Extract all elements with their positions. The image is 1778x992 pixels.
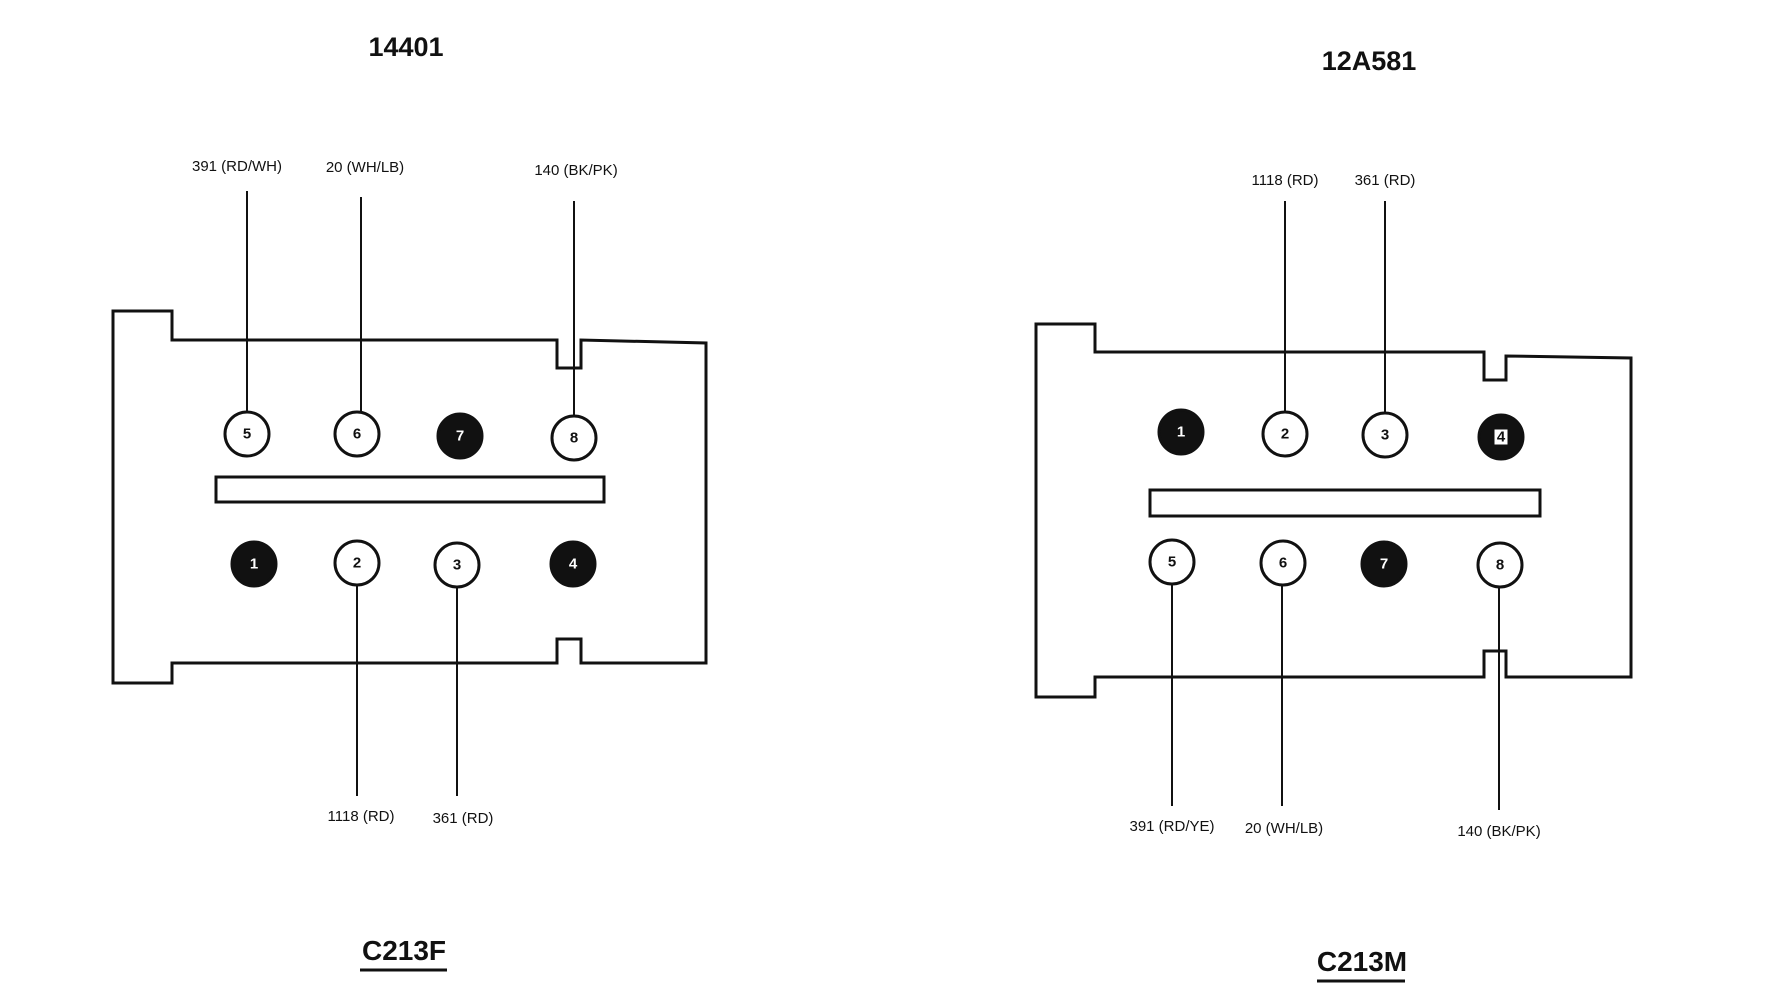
wire-label: 391 (RD/YE) [1129, 818, 1214, 835]
pin-8-circle [1476, 541, 1524, 589]
connector-c213f: 14401 391 (RD/WH) 20 (WH/LB) 140 (BK/PK)… [111, 32, 708, 972]
wire-label: 140 (BK/PK) [1457, 823, 1540, 840]
wire-label: 20 (WH/LB) [1245, 820, 1323, 837]
pin-1-number: 1 [1177, 424, 1185, 441]
pin-6-circle [1259, 539, 1307, 587]
pin-4-number: 4 [1497, 429, 1506, 446]
pin-5-number: 5 [243, 426, 251, 443]
pin-1-number: 1 [250, 556, 258, 573]
part-number-title: 12A581 [1322, 46, 1417, 76]
pin-5-circle [1148, 538, 1196, 586]
pin-2: 2 [1261, 410, 1309, 458]
pin-7: 7 [1360, 540, 1408, 588]
pin-4-label-box [1493, 428, 1509, 446]
wire-label: 1118 (RD) [328, 808, 395, 825]
pin-7-circle [436, 412, 484, 460]
pin-2-number: 2 [1281, 426, 1289, 443]
wire-label: 1118 (RD) [1252, 172, 1319, 189]
pin-4-number: 4 [569, 556, 578, 573]
pin-4: 4 [1477, 413, 1525, 461]
pin-8-number: 8 [570, 430, 578, 447]
pin-5: 5 [223, 410, 271, 458]
part-number-title: 14401 [368, 32, 443, 62]
pin-3-number: 3 [1381, 427, 1389, 444]
pin-2-number: 2 [353, 555, 361, 572]
connector-name: C213M [1317, 946, 1407, 977]
pin-1-circle [1157, 408, 1205, 456]
pin-8: 8 [1476, 541, 1524, 589]
wire-label: 20 (WH/LB) [326, 159, 404, 176]
pin-5-circle [223, 410, 271, 458]
wire-label: 140 (BK/PK) [534, 162, 617, 179]
pin-1: 1 [1157, 408, 1205, 456]
pin-4-circle [549, 540, 597, 588]
pin-1: 1 [230, 540, 278, 588]
wire-label: 361 (RD) [1355, 172, 1416, 189]
connector-c213m: 12A581 1118 (RD) 361 (RD) 391 (RD/YE) 20… [1034, 46, 1633, 983]
pin-4: 4 [549, 540, 597, 588]
center-divider [214, 475, 606, 504]
connector-name: C213F [362, 935, 446, 966]
pin-5: 5 [1148, 538, 1196, 586]
pin-6: 6 [1259, 539, 1307, 587]
wire-label: 391 (RD/WH) [192, 158, 282, 175]
pin-6-number: 6 [1279, 555, 1287, 572]
pin-7-number: 7 [456, 428, 464, 445]
pin-6-circle [333, 410, 381, 458]
pin-8-number: 8 [1496, 557, 1504, 574]
pin-7: 7 [436, 412, 484, 460]
pin-1-circle [230, 540, 278, 588]
pin-7-number: 7 [1380, 556, 1388, 573]
pin-3-circle [433, 541, 481, 589]
pin-2-circle [1261, 410, 1309, 458]
pin-3-number: 3 [453, 557, 461, 574]
pin-3: 3 [1361, 411, 1409, 459]
pin-8: 8 [550, 414, 598, 462]
pin-8-circle [550, 414, 598, 462]
pin-6-number: 6 [353, 426, 361, 443]
pin-2-circle [333, 539, 381, 587]
pin-5-number: 5 [1168, 554, 1176, 571]
pin-2: 2 [333, 539, 381, 587]
pin-6: 6 [333, 410, 381, 458]
center-divider [1148, 488, 1542, 518]
pin-3: 3 [433, 541, 481, 589]
pin-7-circle [1360, 540, 1408, 588]
pin-3-circle [1361, 411, 1409, 459]
wire-label: 361 (RD) [433, 810, 494, 827]
